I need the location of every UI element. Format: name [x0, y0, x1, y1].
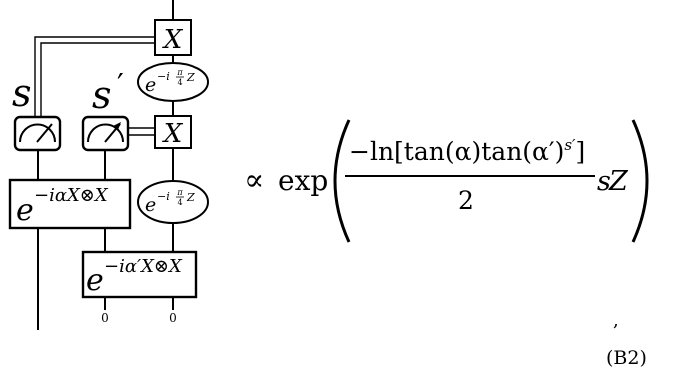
proportional-symbol: ∝	[244, 163, 264, 198]
gate-xx-right: e −iα′X⊗X	[81, 250, 198, 299]
output-label-2: 0	[169, 311, 177, 325]
gate-xx-right-base: e	[86, 263, 104, 298]
classical-wires	[34, 36, 155, 136]
exp-function: exp	[278, 164, 328, 197]
phase-top-op: Z	[186, 71, 195, 84]
classical-wire-s-inner	[40, 42, 155, 117]
classical-wire-s-outer	[34, 36, 155, 117]
gate-xx-left-base: e	[16, 193, 34, 228]
phase-top-frac-den: 4	[177, 78, 182, 87]
measurement-meter-s-prime	[81, 115, 130, 152]
quantum-wires	[37, 0, 174, 330]
left-paren	[333, 119, 351, 243]
phase-gate-bottom: e −i π 4 Z	[137, 180, 209, 224]
numerator-main: −ln[tan(α)tan(α′)	[349, 137, 564, 166]
phase-bottom-op: Z	[186, 191, 195, 204]
trailing-z: Z	[608, 166, 629, 197]
phase-bottom-frac-num: π	[176, 188, 183, 197]
equation: ∝ exp −ln[tan(α)tan(α′)s′] 2 s Z	[244, 119, 649, 243]
phase-top-frac-num: π	[176, 68, 183, 77]
label-s-prime-mark: ′	[117, 68, 124, 103]
phase-bottom-frac-den: 4	[177, 198, 182, 207]
numerator-close-bracket: ]	[575, 137, 585, 166]
gate-x-mid-label: X	[162, 119, 184, 149]
label-s: s	[12, 71, 32, 115]
numerator: −ln[tan(α)tan(α′)s′]	[349, 136, 585, 166]
gate-x-top: X	[154, 19, 192, 56]
measurement-meter-icon	[19, 123, 56, 143]
right-paren	[631, 119, 649, 243]
trailing-comma: ,	[613, 310, 619, 331]
numerator-superscript: s′	[564, 136, 576, 154]
measurement-meter-icon	[87, 122, 124, 143]
phase-top-base: e	[145, 74, 156, 96]
gate-x-mid: X	[154, 115, 192, 149]
gate-xx-left: e −iαX⊗X	[8, 178, 132, 230]
trailing-s: s	[597, 166, 611, 197]
phase-bottom-exp-sign: −i	[157, 190, 170, 203]
phase-bottom-base: e	[145, 194, 156, 216]
measurement-meter-s	[13, 115, 62, 152]
gate-xx-right-exp: −iα′X⊗X	[104, 256, 183, 277]
equation-number: (B2)	[606, 347, 647, 369]
phase-gate-top: e −i π 4 Z	[137, 62, 209, 102]
phase-top-exp-sign: −i	[157, 70, 170, 83]
label-s-prime: s	[92, 73, 112, 117]
gate-xx-left-exp: −iαX⊗X	[34, 185, 109, 206]
denominator: 2	[458, 186, 474, 215]
gate-x-top-label: X	[162, 25, 184, 55]
output-label-1: 0	[101, 311, 109, 325]
